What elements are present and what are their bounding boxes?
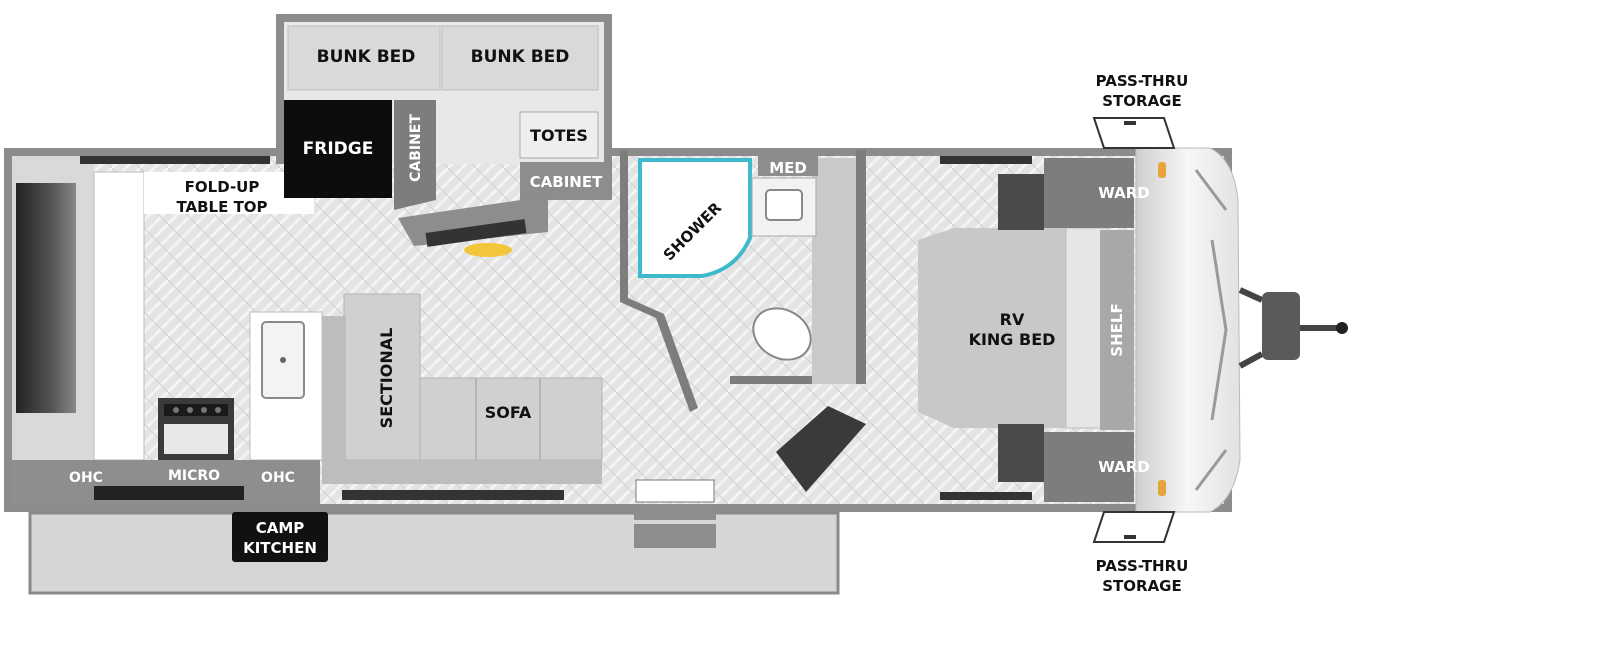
micro-shadow	[94, 486, 244, 500]
sink-drain	[280, 357, 286, 363]
cabinet-vertical-label: CABINET	[408, 114, 424, 182]
sectional-label: SECTIONAL	[377, 328, 396, 429]
bunk-bed-2-label: BUNK BED	[471, 47, 570, 67]
bath-wall-right	[856, 150, 866, 384]
fridge	[284, 100, 392, 198]
marker-light-bottom	[1158, 480, 1166, 496]
window-bottom-sofa	[342, 490, 564, 500]
cap-contour	[1194, 169, 1228, 491]
shelf	[1100, 230, 1134, 430]
marker-light-top	[1158, 162, 1166, 178]
nightstand-top	[998, 174, 1044, 230]
wardrobe-bottom	[1044, 432, 1134, 502]
bunk-bed-1	[287, 25, 441, 91]
pass-thru-handle-bottom	[1124, 535, 1136, 539]
oven-door	[164, 424, 228, 454]
ohc-left-label: OHC	[69, 470, 103, 486]
shower	[638, 158, 752, 278]
propane-box	[1262, 292, 1300, 360]
awning-strip	[28, 511, 840, 595]
rv-king-bed-label-2: KING BED	[969, 330, 1056, 349]
pass-thru-bottom-label-1: PASS-THRU	[1096, 557, 1189, 575]
cabinet-label: CABINET	[530, 173, 603, 191]
kitchen-counter-rear	[93, 171, 145, 461]
front-cap	[1135, 147, 1241, 513]
shelf-label: SHELF	[1108, 303, 1126, 356]
window-bottom-bed	[940, 492, 1032, 500]
nightstand-bottom	[998, 424, 1044, 482]
bath-sink	[765, 189, 803, 221]
pass-thru-top-label-2: STORAGE	[1102, 92, 1182, 110]
burner-3	[201, 407, 207, 413]
camp-kitchen-label-2: KITCHEN	[243, 539, 317, 557]
wardrobe-top	[1044, 158, 1134, 228]
fold-up-label-2: TABLE TOP	[176, 198, 267, 216]
med-label: MED	[769, 159, 807, 177]
window-top-bed	[940, 156, 1032, 164]
a-frame	[1238, 287, 1264, 369]
fridge-label: FRIDGE	[303, 139, 374, 159]
pass-thru-bottom-label-2: STORAGE	[1102, 577, 1182, 595]
pass-thru-door-top	[1092, 117, 1176, 149]
bunk-bed-1-label: BUNK BED	[317, 47, 416, 67]
med-cabinet	[758, 156, 818, 176]
ohc-right-label: OHC	[261, 470, 295, 486]
totes	[519, 111, 599, 159]
window-top-left	[80, 156, 270, 164]
fireplace-light	[464, 243, 512, 257]
cabinet-vertical	[394, 100, 436, 210]
king-bed	[918, 228, 1066, 428]
burner-1	[173, 407, 179, 413]
hitch-coupler	[1336, 322, 1348, 334]
toilet	[752, 307, 812, 361]
burner-4	[215, 407, 221, 413]
rv-king-bed-label-1: RV	[1000, 310, 1025, 329]
sectional-arm	[322, 316, 346, 460]
cabinet	[520, 162, 612, 200]
bath-wall-left	[620, 150, 698, 412]
entry-door	[635, 479, 715, 503]
micro-label: MICRO	[168, 468, 220, 484]
ward-bottom-label: WARD	[1098, 458, 1149, 476]
ward-top-label: WARD	[1098, 184, 1149, 202]
sofa	[419, 377, 603, 461]
totes-label: TOTES	[530, 126, 588, 145]
fold-up-label-1: FOLD-UP	[185, 178, 260, 196]
pass-thru-door-bottom	[1092, 511, 1176, 543]
burner-2	[187, 407, 193, 413]
entry-step-1	[634, 504, 716, 520]
bath-door	[776, 406, 866, 492]
stove-top	[164, 404, 228, 416]
bath-wall-bottom	[730, 376, 866, 384]
bath-counter	[812, 158, 856, 384]
sofa-back	[322, 460, 602, 484]
pass-thru-top-label-1: PASS-THRU	[1096, 72, 1189, 90]
entry-step-2	[634, 524, 716, 548]
rear-window	[16, 183, 76, 413]
fireplace-dark	[425, 219, 527, 247]
camp-kitchen-label-1: CAMP	[256, 519, 305, 537]
bunk-bed-2	[441, 25, 599, 91]
camp-kitchen-box	[232, 512, 328, 562]
pass-thru-handle-top	[1124, 121, 1136, 125]
sofa-label: SOFA	[485, 403, 532, 422]
